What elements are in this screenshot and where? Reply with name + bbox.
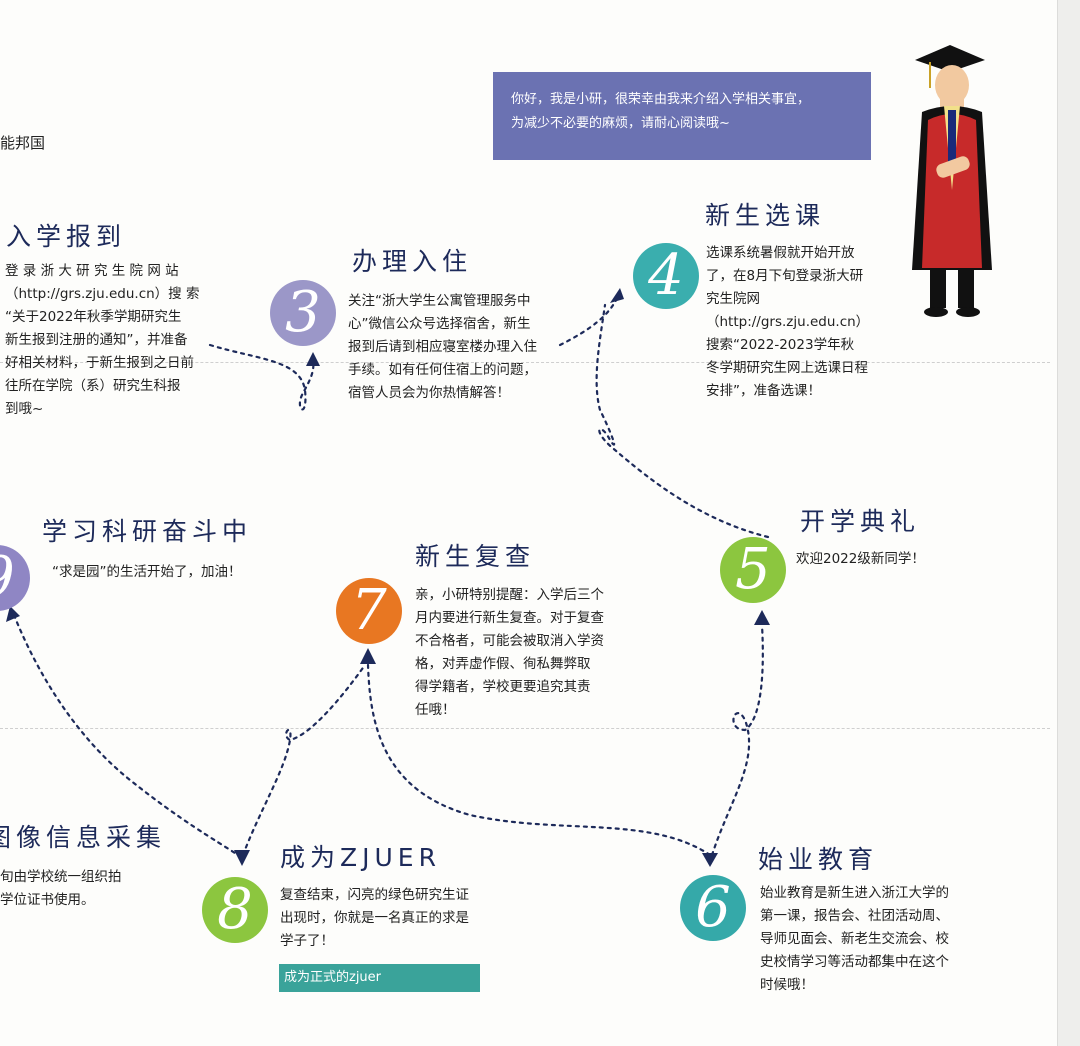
step-title-opening-ceremony: 开学典礼 bbox=[800, 507, 921, 536]
text-line: 时候哦！ bbox=[760, 977, 814, 993]
text-line: 好相关材料，于新生报到之日前 bbox=[5, 355, 194, 371]
text-line: 出现时，你就是一名真正的求是 bbox=[280, 910, 469, 926]
text-line: 旬由学校统一组织拍 bbox=[0, 869, 122, 885]
step-title-housing: 办理入住 bbox=[352, 247, 473, 276]
text-line: “关于2022年秋季学期研究生 bbox=[5, 309, 182, 325]
arrowhead-3 bbox=[306, 352, 320, 366]
text-line: 学位证书使用。 bbox=[0, 892, 95, 908]
step-body-become-zjuer: 复查结束，闪亮的绿色研究生证 出现时，你就是一名真正的求是 学子了！ bbox=[280, 884, 495, 953]
path-7-to-6 bbox=[366, 663, 712, 857]
text-line: 史校情学习等活动都集中在这个 bbox=[760, 954, 949, 970]
text-line: 选课系统暑假就开始开放 bbox=[706, 245, 855, 261]
text-line: 得学籍者，学校更要追究其责 bbox=[415, 679, 591, 695]
text-line: 了，在8月下旬登录浙大研 bbox=[706, 268, 864, 284]
text-line: 始业教育是新生进入浙江大学的 bbox=[760, 885, 949, 901]
fold-crease bbox=[0, 362, 1050, 363]
step-number-5: 5 bbox=[720, 537, 786, 603]
text-line: 究生院网 bbox=[706, 291, 760, 307]
text-line: 登 录 浙 大 研 究 生 院 网 站 bbox=[5, 263, 179, 279]
text-line: 第一课，报告会、社团活动周、 bbox=[760, 908, 949, 924]
text-line: （http://grs.zju.edu.cn） bbox=[706, 314, 870, 330]
fold-crease bbox=[0, 728, 1050, 729]
text-line: 复查结束，闪亮的绿色研究生证 bbox=[280, 887, 469, 903]
step-number-6: 6 bbox=[680, 875, 746, 941]
path-8-to-7 bbox=[241, 663, 367, 857]
intro-box: 你好，我是小研，很荣幸由我来介绍入学相关事宜， 为减少不必要的麻烦，请耐心阅读哦… bbox=[493, 72, 871, 160]
text-line: 导师见面会、新老生交流会、校 bbox=[760, 931, 949, 947]
corner-text: 能邦国 bbox=[0, 134, 46, 152]
page-edge bbox=[1057, 0, 1080, 1046]
text-line: 关注“浙大学生公寓管理服务中 bbox=[348, 293, 531, 309]
path-9-to-8 bbox=[12, 613, 240, 857]
step-title-study-research: 学习科研奋斗中 bbox=[42, 517, 253, 546]
arrowhead-7 bbox=[360, 648, 376, 664]
arrowhead-8 bbox=[234, 850, 250, 866]
step-number-3: 3 bbox=[270, 280, 336, 346]
step-title-recheck: 新生复查 bbox=[415, 542, 536, 571]
zjuer-tag: 成为正式的zjuer bbox=[279, 964, 480, 992]
text-line: 冬学期研究生网上选课日程 bbox=[706, 360, 868, 376]
step-number-7: 7 bbox=[336, 578, 402, 644]
text-line: 手续。如有任何住宿上的问题， bbox=[348, 362, 537, 378]
step-body-recheck: 亲，小研特别提醒：入学后三个 月内要进行新生复查。对于复查 不合格者，可能会被取… bbox=[415, 584, 630, 722]
step-body-photo-collection: 旬由学校统一组织拍 学位证书使用。 bbox=[0, 866, 122, 912]
text-line: 任哦！ bbox=[415, 702, 456, 718]
text-line: 心”微信公众号选择宿舍，新生 bbox=[348, 316, 531, 332]
step-body-housing: 关注“浙大学生公寓管理服务中 心”微信公众号选择宿舍，新生 报到后请到相应寝室楼… bbox=[348, 290, 563, 405]
text-line: 欢迎2022级新同学！ bbox=[796, 551, 925, 567]
text-line: 新生报到注册的通知”，并准备 bbox=[5, 332, 188, 348]
intro-line: 你好，我是小研，很荣幸由我来介绍入学相关事宜， bbox=[511, 92, 811, 107]
step-body-enrollment: 登 录 浙 大 研 究 生 院 网 站 （http://grs.zju.edu.… bbox=[5, 260, 210, 421]
text-line: 报到后请到相应寝室楼办理入住 bbox=[348, 339, 537, 355]
step-title-become-zjuer: 成为ZJUER bbox=[280, 843, 441, 872]
text-line: 宿管人员会为你热情解答！ bbox=[348, 385, 510, 401]
step-body-course-selection: 选课系统暑假就开始开放 了，在8月下旬登录浙大研 究生院网 （http://gr… bbox=[706, 242, 906, 403]
arrowhead-5 bbox=[754, 610, 770, 625]
text-line: 安排”，准备选课！ bbox=[706, 383, 821, 399]
arrowhead-4 bbox=[610, 288, 624, 303]
text-line: 亲，小研特别提醒：入学后三个 bbox=[415, 587, 604, 603]
step-number-8: 8 bbox=[202, 877, 268, 943]
step-body-study-research: “求是园”的生活开始了，加油！ bbox=[52, 561, 242, 584]
text-line: 搜索“2022-2023学年秋 bbox=[706, 337, 855, 353]
step-title-photo-collection: 图像信息采集 bbox=[0, 823, 167, 852]
text-line: 月内要进行新生复查。对于复查 bbox=[415, 610, 604, 626]
path-5-to-4 bbox=[595, 303, 770, 539]
path-6-to-5 bbox=[710, 623, 764, 857]
text-line: 到哦~ bbox=[5, 401, 44, 417]
step-number-4: 4 bbox=[633, 243, 699, 309]
text-line: 学子了！ bbox=[280, 933, 334, 949]
text-line: （http://grs.zju.edu.cn）搜 索 bbox=[5, 286, 200, 302]
step-title-enrollment: 入学报到 bbox=[6, 222, 127, 251]
step-body-opening-ceremony: 欢迎2022级新同学！ bbox=[796, 548, 925, 571]
step-body-orientation: 始业教育是新生进入浙江大学的 第一课，报告会、社团活动周、 导师见面会、新老生交… bbox=[760, 882, 975, 997]
text-line: 格，对弄虚作假、徇私舞弊取 bbox=[415, 656, 591, 672]
text-line: “求是园”的生活开始了，加油！ bbox=[52, 564, 242, 580]
step-title-course-selection: 新生选课 bbox=[705, 201, 826, 230]
text-line: 往所在学院（系）研究生科报 bbox=[5, 378, 181, 394]
arrowhead-9 bbox=[6, 606, 20, 622]
graduate-illustration bbox=[912, 45, 992, 317]
arrowhead-6 bbox=[702, 853, 718, 867]
intro-line: 为减少不必要的麻烦，请耐心阅读哦~ bbox=[511, 116, 730, 131]
path-2-to-3 bbox=[208, 343, 315, 411]
path-3-to-4 bbox=[558, 294, 620, 347]
text-line: 不合格者，可能会被取消入学资 bbox=[415, 633, 604, 649]
step-title-orientation: 始业教育 bbox=[758, 845, 879, 874]
